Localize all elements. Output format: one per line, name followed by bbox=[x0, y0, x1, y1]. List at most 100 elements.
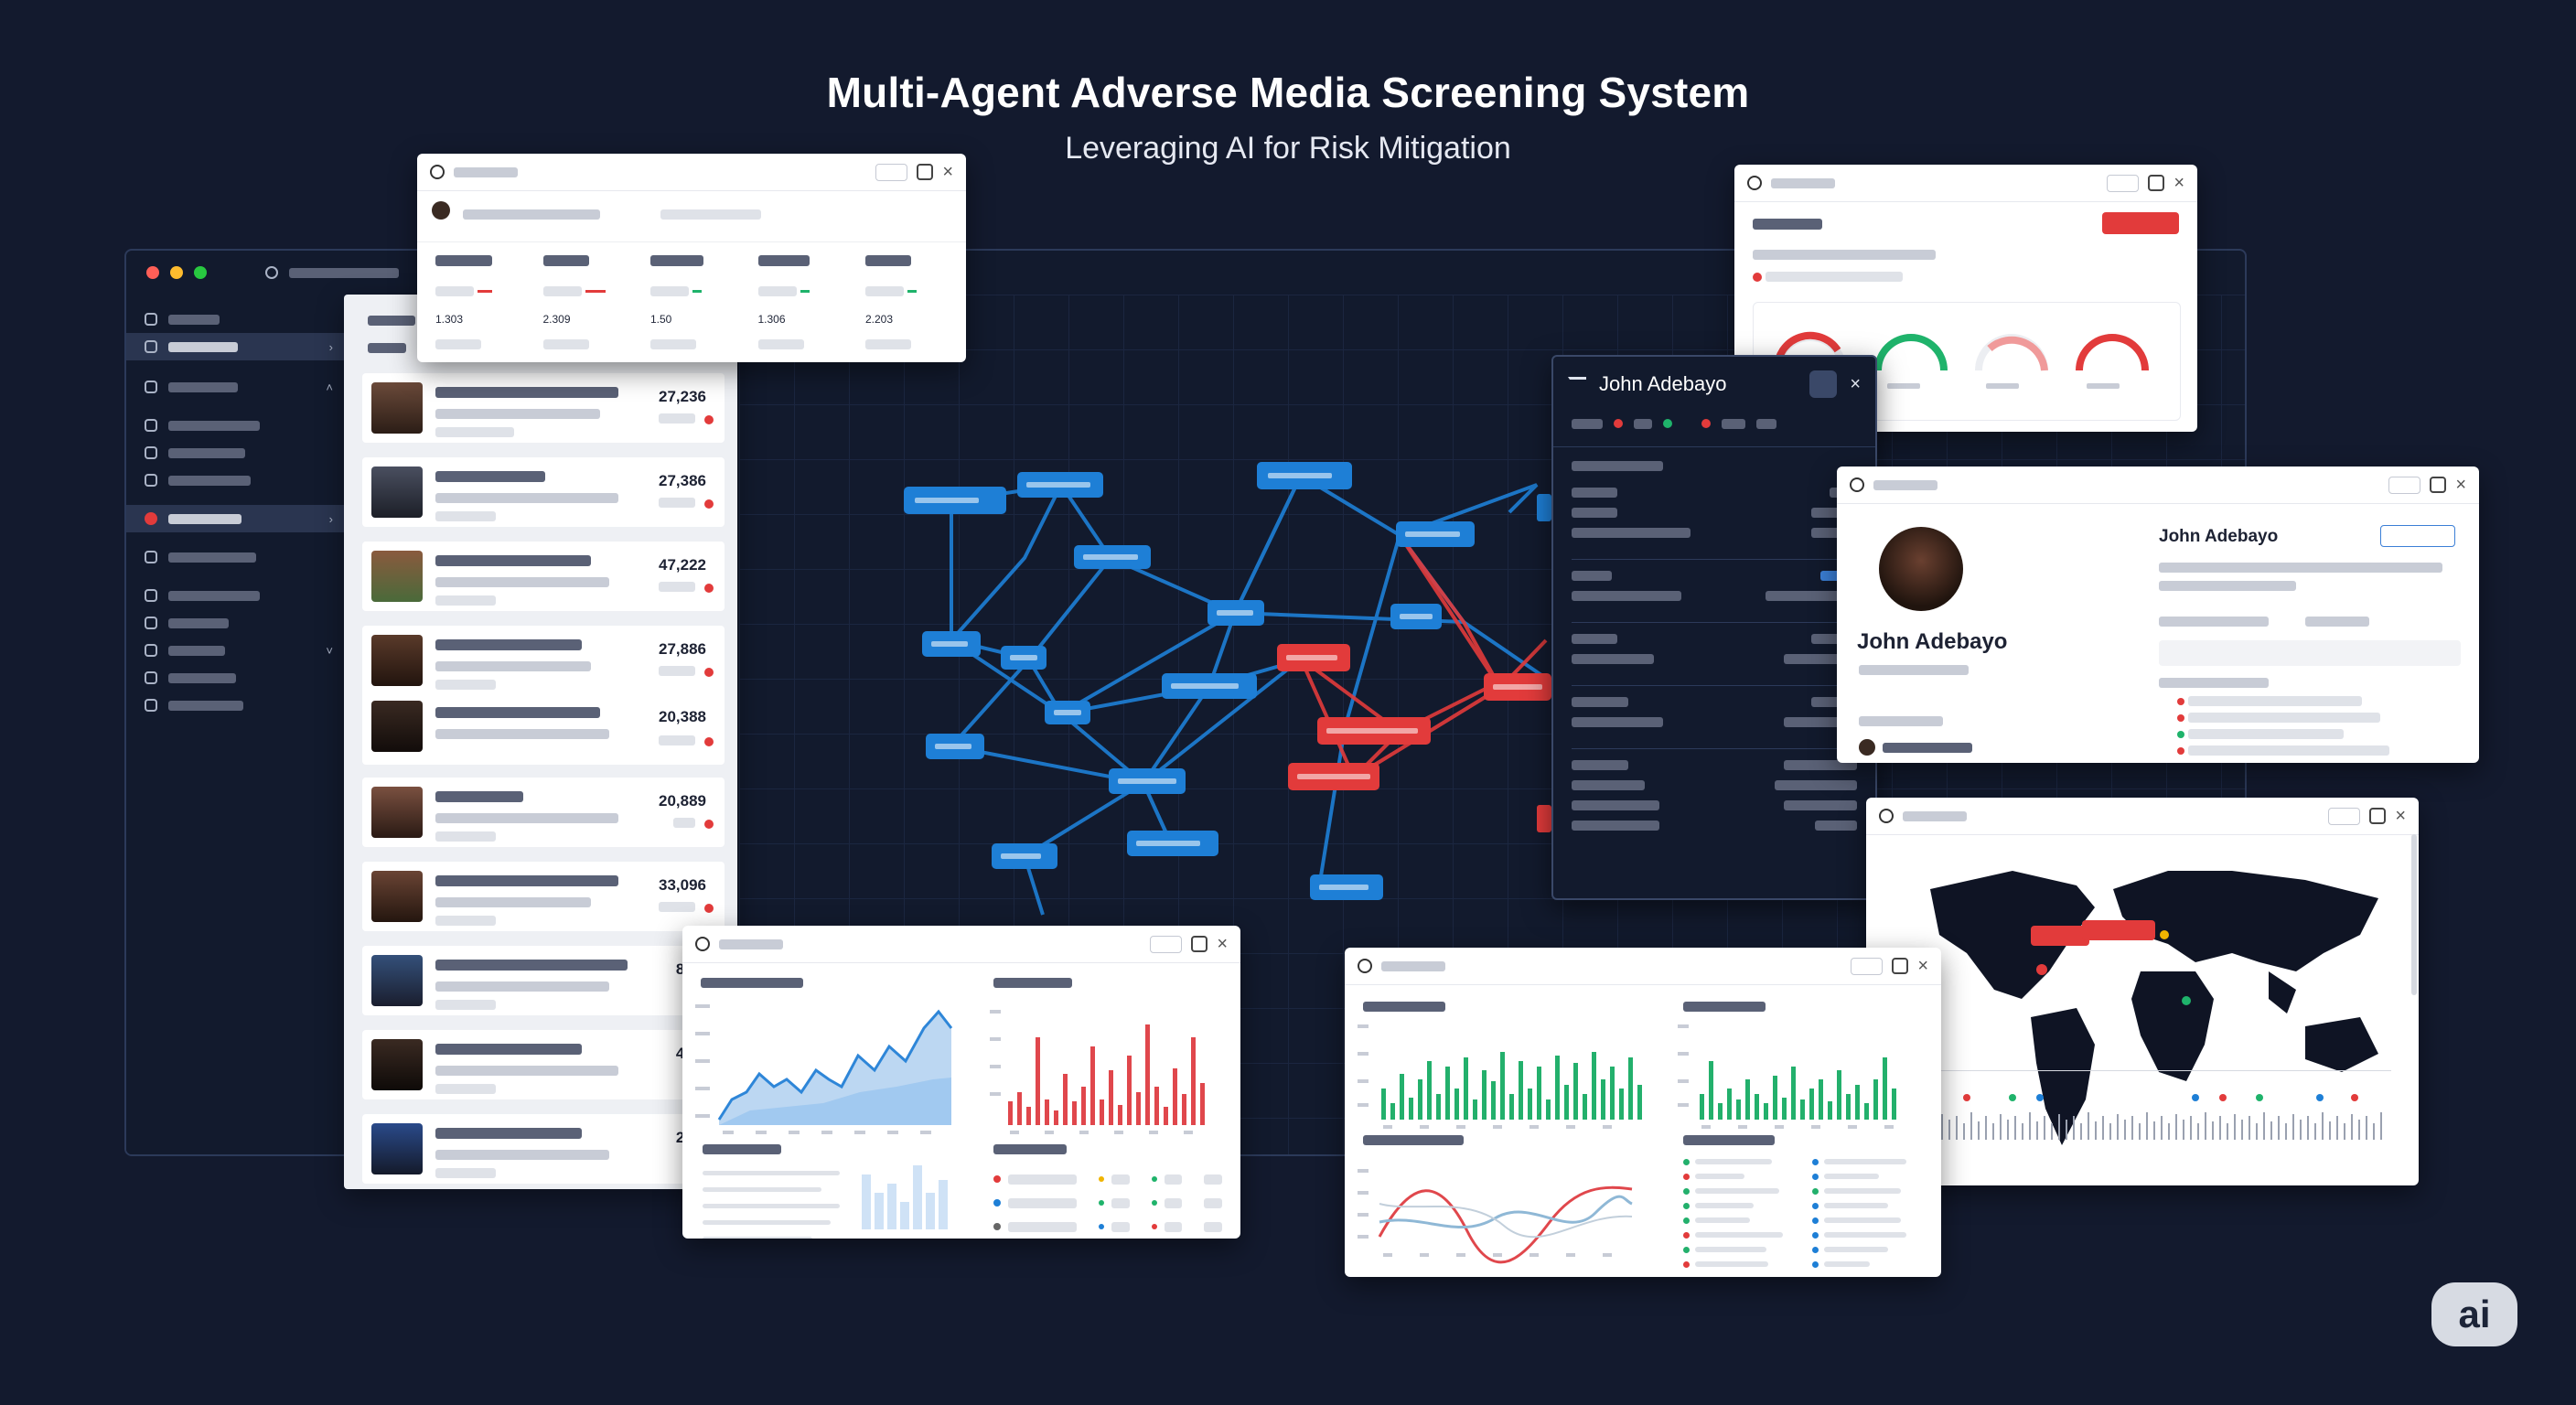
avatar bbox=[371, 1123, 423, 1174]
alert-dot-icon bbox=[704, 415, 714, 424]
world-map[interactable] bbox=[1866, 834, 2419, 1185]
flag-icon bbox=[145, 644, 157, 657]
sidebar-item[interactable] bbox=[126, 412, 346, 439]
source-legend bbox=[1683, 1154, 1930, 1271]
profile-action-button[interactable] bbox=[2380, 525, 2455, 547]
graph-nodes[interactable] bbox=[904, 462, 1551, 900]
close-icon[interactable]: × bbox=[2395, 806, 2406, 826]
filter-button[interactable]: On bbox=[1149, 935, 1183, 953]
timeline-strip[interactable] bbox=[1912, 1089, 2406, 1162]
status-row bbox=[1553, 412, 1875, 435]
alert-dot-icon bbox=[704, 904, 714, 913]
chevron-down-icon: ˅ bbox=[326, 643, 333, 658]
trend-area-chart bbox=[695, 1004, 953, 1134]
profile-card-name: John Adebayo bbox=[2159, 527, 2279, 546]
app-icon bbox=[430, 165, 445, 179]
profile-field-row[interactable] bbox=[2159, 640, 2461, 666]
help-icon[interactable] bbox=[1892, 958, 1909, 974]
risk-score: 47,222 bbox=[659, 556, 706, 574]
close-icon[interactable]: × bbox=[2174, 173, 2184, 193]
sidebar-item[interactable] bbox=[126, 543, 346, 571]
list-item[interactable]: 27,886 20,388 bbox=[362, 626, 724, 765]
sidebar-item[interactable] bbox=[126, 306, 346, 333]
risk-score: 33,096 bbox=[659, 876, 706, 894]
settings-icon[interactable] bbox=[265, 266, 278, 279]
stat-value: 2.203 bbox=[865, 313, 894, 326]
filter-button[interactable]: On bbox=[875, 163, 908, 181]
sidebar-item[interactable] bbox=[126, 439, 346, 467]
app-icon bbox=[1879, 809, 1894, 823]
risk-score: 27,886 bbox=[659, 640, 706, 658]
window-title bbox=[289, 267, 399, 278]
stat-value: 2.309 bbox=[542, 313, 571, 326]
sidebar-item[interactable] bbox=[126, 609, 346, 637]
sentiment-line-chart bbox=[1358, 1169, 1633, 1264]
close-icon[interactable]: × bbox=[1850, 374, 1861, 394]
list-item[interactable]: 87,9 bbox=[362, 946, 724, 1015]
help-icon[interactable] bbox=[2430, 477, 2447, 493]
stat-value: 1.50 bbox=[650, 313, 672, 326]
chart-title bbox=[1363, 1132, 1464, 1149]
list-item[interactable]: 47,222 bbox=[362, 542, 724, 611]
file-icon bbox=[145, 474, 157, 487]
list-item-title bbox=[435, 704, 600, 720]
list-item[interactable]: 27,236 bbox=[362, 373, 724, 443]
alert-dot-icon bbox=[704, 499, 714, 509]
filter-button[interactable]: On bbox=[2388, 476, 2421, 494]
brand-logo: ai bbox=[2431, 1282, 2517, 1346]
list-item[interactable]: 40,2 bbox=[362, 1030, 724, 1099]
ai-agent-button[interactable] bbox=[1809, 370, 1838, 398]
list-item-title bbox=[435, 1041, 582, 1056]
chart-title bbox=[1363, 999, 1445, 1015]
list-item-title bbox=[435, 957, 628, 972]
mini-bar-chart bbox=[862, 1165, 948, 1229]
avatar bbox=[1859, 739, 1875, 756]
doc-icon bbox=[145, 699, 157, 712]
panel-heading bbox=[1753, 216, 1822, 232]
filter-button[interactable]: On bbox=[2327, 807, 2361, 825]
close-window-icon[interactable] bbox=[146, 266, 159, 279]
sidebar-item[interactable] bbox=[126, 664, 346, 692]
close-icon[interactable]: × bbox=[942, 162, 953, 182]
graph-node-labels bbox=[915, 473, 1542, 890]
sidebar-item[interactable]: ˅ bbox=[126, 637, 346, 664]
user-icon bbox=[1568, 376, 1586, 392]
sidebar-item-alerts[interactable]: › bbox=[126, 505, 346, 532]
close-icon[interactable]: × bbox=[1217, 934, 1228, 954]
list-header bbox=[368, 313, 415, 329]
chevron-up-icon: ˄ bbox=[326, 380, 333, 394]
list-item-title bbox=[435, 552, 591, 568]
minimize-window-icon[interactable] bbox=[170, 266, 183, 279]
chart-title bbox=[701, 975, 803, 992]
stat-value: 1.303 bbox=[435, 313, 464, 326]
sidebar-item-active[interactable]: › bbox=[126, 333, 346, 360]
list-item-title bbox=[435, 873, 618, 888]
close-icon[interactable]: × bbox=[2455, 475, 2466, 495]
avatar bbox=[1879, 527, 1963, 611]
status-dot-icon bbox=[1663, 419, 1672, 428]
sidebar-item[interactable] bbox=[126, 582, 346, 609]
sidebar-item[interactable]: ˄ bbox=[126, 373, 346, 401]
close-icon[interactable]: × bbox=[1917, 956, 1928, 976]
filter-button[interactable]: On bbox=[2106, 174, 2140, 192]
help-icon[interactable] bbox=[2369, 808, 2387, 824]
list-item[interactable]: 27,386 bbox=[362, 457, 724, 527]
alert-button[interactable] bbox=[2102, 212, 2179, 234]
list-item[interactable]: 20,889 bbox=[362, 778, 724, 847]
avatar bbox=[371, 955, 423, 1006]
alert-dot-icon bbox=[704, 737, 714, 746]
help-icon[interactable] bbox=[1191, 936, 1208, 952]
filter-button[interactable]: On bbox=[1850, 957, 1884, 975]
app-icon bbox=[695, 937, 710, 951]
avatar bbox=[371, 635, 423, 686]
list-item[interactable]: 33,096 bbox=[362, 862, 724, 931]
sidebar-item[interactable] bbox=[126, 467, 346, 494]
user-icon bbox=[145, 446, 157, 459]
list-item[interactable]: 27,2 bbox=[362, 1114, 724, 1184]
help-icon[interactable] bbox=[2148, 175, 2165, 191]
dashboard-icon bbox=[145, 340, 157, 353]
help-icon[interactable] bbox=[917, 164, 934, 180]
sidebar-item[interactable] bbox=[126, 692, 346, 719]
maximize-window-icon[interactable] bbox=[194, 266, 207, 279]
